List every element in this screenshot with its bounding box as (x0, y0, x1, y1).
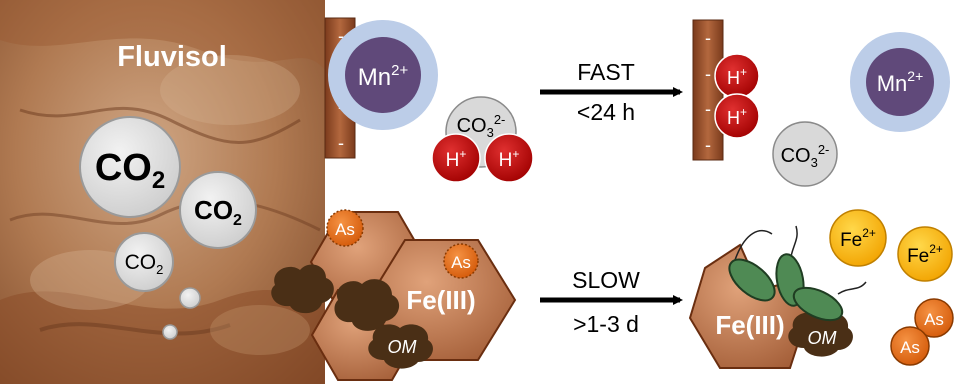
h-charge: + (740, 65, 747, 79)
co3-subscript: 3 (487, 125, 494, 140)
as-symbol: As (451, 253, 471, 272)
co2-subscript: 2 (233, 212, 242, 229)
co2-formula: CO (95, 147, 152, 189)
h-symbol: H (446, 150, 460, 171)
co2-bubble-medium: CO2 (179, 171, 257, 249)
svg-text:H+: H+ (727, 65, 747, 88)
svg-text:CO2: CO2 (125, 251, 164, 277)
h-charge: + (740, 105, 747, 119)
as-ion-released-a: As (914, 298, 954, 338)
gas-bubble-tiny (162, 324, 178, 340)
organic-matter-blob: OM (788, 312, 853, 357)
bacterium (728, 230, 776, 302)
mn-charge: 2+ (907, 68, 923, 84)
svg-text:H+: H+ (727, 105, 747, 128)
proton-adsorbed-b: H+ (714, 93, 760, 139)
proton-left-b: H+ (484, 133, 534, 183)
svg-text:Mn2+: Mn2+ (358, 62, 409, 91)
h-symbol: H (727, 68, 740, 88)
slow-label: SLOW (572, 267, 640, 293)
h-symbol: H (727, 108, 740, 128)
negative-charge: - (705, 99, 711, 119)
bacterium (792, 281, 867, 322)
as-symbol: As (335, 220, 355, 239)
svg-text:Fe2+: Fe2+ (907, 242, 943, 267)
co2-formula: CO (125, 251, 157, 274)
om-label: OM (808, 328, 837, 348)
h-charge: + (459, 147, 466, 161)
as-ion-released-b: As (890, 326, 930, 366)
h-charge: + (512, 147, 519, 161)
svg-text:H+: H+ (446, 147, 467, 171)
co3-symbol: CO (457, 115, 487, 137)
co2-bubble-large: CO2 (79, 116, 181, 218)
fe3-label: Fe(III) (406, 285, 475, 315)
as-adsorbed-b: As (443, 243, 479, 279)
carbonate-ion-right: CO32- (772, 121, 838, 187)
co3-symbol: CO (781, 145, 811, 167)
mn-ion-adsorbed: Mn2+ (328, 20, 438, 130)
soil-label: Fluvisol (117, 41, 227, 73)
organic-matter-blob (334, 279, 400, 331)
organic-matter-blob: OM (368, 324, 433, 369)
fe2-ion-b: Fe2+ (897, 226, 953, 282)
mn-charge: 2+ (391, 62, 408, 79)
fe2-ion-a: Fe2+ (829, 209, 887, 267)
co3-charge: 2- (494, 112, 506, 127)
co2-formula: CO (194, 195, 233, 225)
slow-time: >1-3 d (573, 311, 639, 337)
slow-arrow: SLOW >1-3 d (540, 267, 683, 337)
fe2-charge: 2+ (929, 242, 943, 256)
svg-text:CO2: CO2 (95, 147, 165, 194)
mineral-surface-right: - - - - (692, 19, 724, 161)
negative-charge: - (338, 133, 344, 153)
svg-text:Mn2+: Mn2+ (877, 68, 924, 96)
om-label: OM (388, 337, 417, 357)
negative-charge: - (705, 135, 711, 155)
mn-symbol: Mn (877, 71, 908, 96)
co2-subscript: 2 (156, 262, 163, 277)
as-adsorbed-a: As (326, 209, 364, 247)
co2-bubble-small: CO2 (114, 232, 174, 292)
negative-charge: - (705, 64, 711, 84)
fe3-oxide-dissolving: Fe(III) (688, 243, 814, 369)
fast-time: <24 h (577, 99, 635, 125)
fe3-label: Fe(III) (715, 310, 784, 340)
as-symbol: As (900, 338, 920, 357)
fast-label: FAST (577, 59, 635, 85)
fast-arrow: FAST <24 h (540, 59, 683, 125)
fe2-symbol: Fe (907, 246, 929, 267)
svg-text:CO32-: CO32- (781, 142, 830, 170)
mn-ion-released: Mn2+ (850, 32, 950, 132)
negative-charge: - (338, 26, 344, 46)
proton-adsorbed-a: H+ (714, 53, 760, 99)
co3-charge: 2- (818, 142, 830, 157)
mn-symbol: Mn (358, 64, 391, 91)
organic-matter-blob (271, 264, 334, 314)
svg-text:CO32-: CO32- (457, 112, 506, 140)
co3-subscript: 3 (811, 155, 818, 170)
as-symbol: As (924, 310, 944, 329)
proton-left-a: H+ (431, 133, 481, 183)
svg-text:Fe2+: Fe2+ (840, 226, 876, 251)
soil-photo (0, 0, 325, 384)
svg-text:CO2: CO2 (194, 195, 242, 229)
co2-subscript: 2 (152, 167, 165, 194)
svg-text:H+: H+ (499, 147, 520, 171)
negative-charge: - (705, 28, 711, 48)
gas-bubble-tiny (179, 287, 201, 309)
fe2-symbol: Fe (840, 230, 862, 251)
h-symbol: H (499, 150, 513, 171)
fe2-charge: 2+ (862, 226, 876, 240)
